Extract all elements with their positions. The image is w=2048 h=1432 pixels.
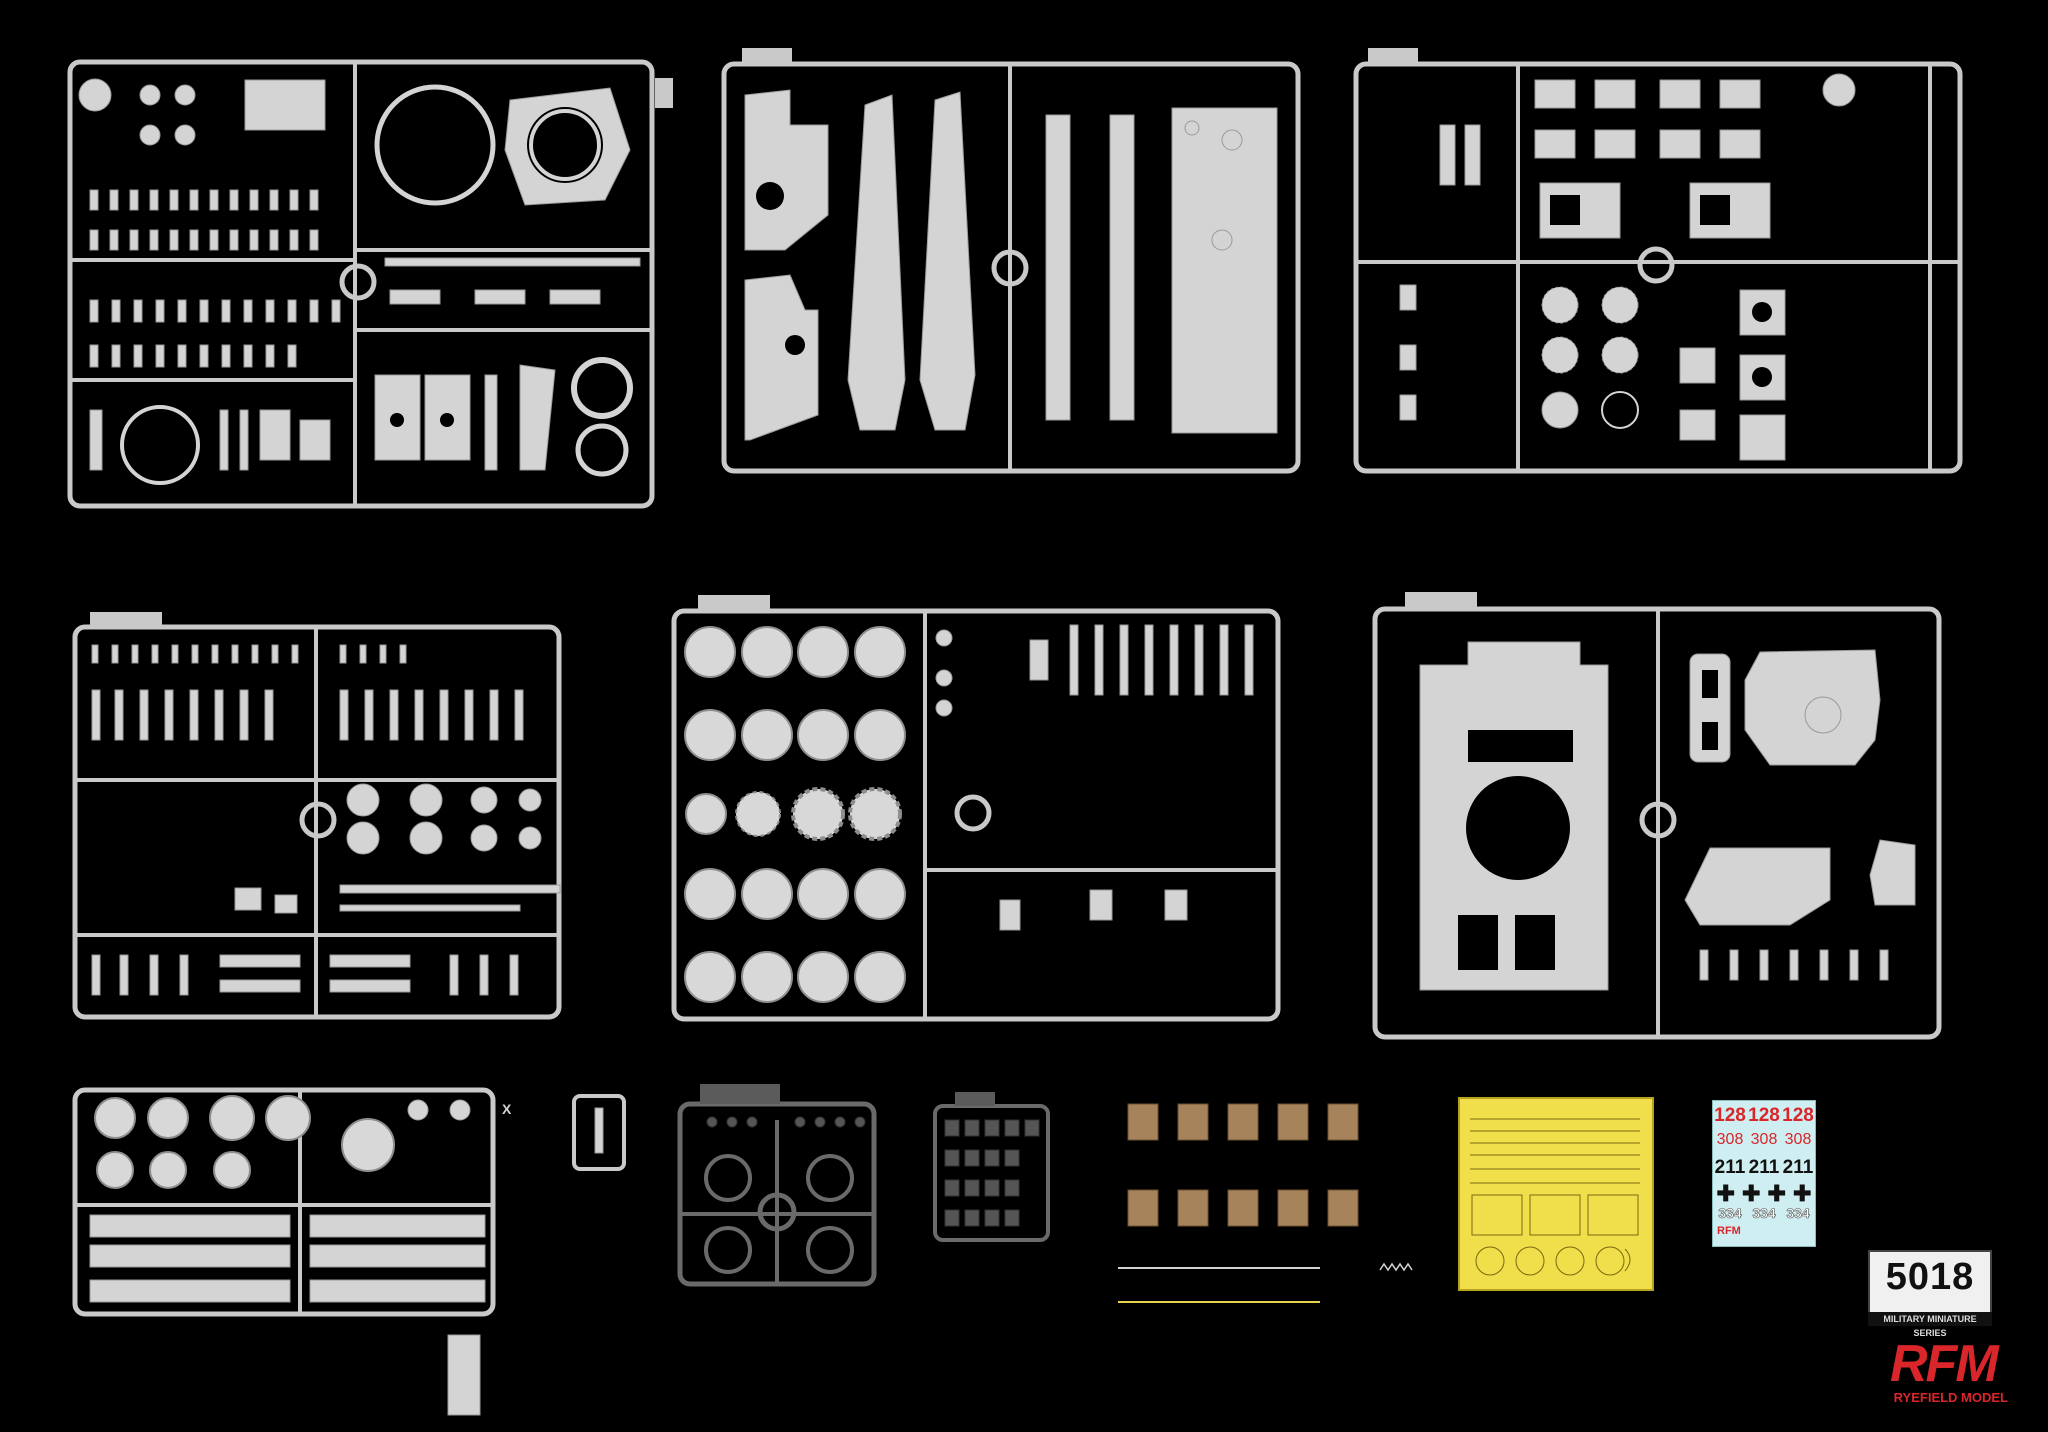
decal-334-2: 334 — [1752, 1205, 1776, 1222]
brand-logo: RFM — [1890, 1335, 1999, 1393]
decal-211-1: 211 — [1714, 1157, 1746, 1178]
decal-logo: RFM — [1717, 1225, 1741, 1237]
hull-side-plate-lower — [744, 274, 819, 441]
decal-row-128: 128 128 128 — [1713, 1105, 1815, 1127]
clear-part-frame — [572, 1094, 626, 1171]
decal-308-3: 308 — [1784, 1131, 1812, 1148]
series-label: MILITARY MINIATURE SERIES — [1868, 1312, 1992, 1338]
kit-number-badge: 5018 — [1868, 1250, 1992, 1314]
sprue-c — [1353, 48, 1963, 474]
hull-floor — [1171, 107, 1278, 434]
gun-barrel — [384, 257, 641, 267]
decal-211-3: 211 — [1782, 1157, 1814, 1178]
sprue-g: X — [72, 1087, 512, 1416]
brand-name: RYEFIELD MODEL — [1893, 1390, 2008, 1405]
balkenkreuz-icon: ✚ — [1767, 1181, 1786, 1206]
sprue-x-marker: X — [502, 1101, 512, 1117]
track-links-grid — [89, 1214, 486, 1303]
track-guard-right — [919, 91, 976, 431]
sprue-e — [671, 595, 1281, 1022]
decal-sheet: 128 128 128 308 308 308 211 211 211 ✚ ✚ … — [1712, 1100, 1816, 1247]
balkenkreuz-icon: ✚ — [1716, 1181, 1735, 1206]
decal-334-3: 334 — [1786, 1205, 1810, 1222]
decal-crosses: ✚ ✚ ✚ ✚ — [1713, 1181, 1815, 1207]
decal-row-334: 334 334 334 — [1713, 1205, 1815, 1222]
small-parts-a — [78, 78, 341, 485]
decal-row-308: 308 308 308 — [1713, 1131, 1815, 1149]
sprue-polycaps — [677, 1084, 877, 1287]
fender-right — [1109, 114, 1135, 421]
sprue-small-grey — [933, 1092, 1050, 1242]
decal-308-1: 308 — [1716, 1131, 1744, 1148]
balkenkreuz-icon: ✚ — [1742, 1181, 1761, 1206]
balkenkreuz-icon: ✚ — [1793, 1181, 1812, 1206]
photo-etch-sheet — [1458, 1097, 1654, 1291]
decal-row-211: 211 211 211 — [1713, 1157, 1815, 1179]
decal-128-3: 128 — [1782, 1105, 1814, 1126]
fender-left — [1045, 114, 1071, 421]
hull-side-plate-upper — [744, 89, 829, 251]
decal-128-2: 128 — [1748, 1105, 1780, 1126]
photo-etch-details — [1470, 1118, 1640, 1276]
road-wheels — [684, 626, 906, 1003]
kit-number: 5018 — [1885, 1256, 1975, 1298]
gun-mantlet — [1684, 847, 1831, 926]
decal-128-1: 128 — [1714, 1105, 1746, 1126]
sprue-f — [1372, 592, 1942, 1040]
sprue-b — [721, 48, 1301, 474]
sprue-d — [72, 612, 562, 1020]
track-guard-left — [847, 94, 906, 431]
sprue-a — [67, 59, 673, 509]
decal-308-2: 308 — [1750, 1131, 1778, 1148]
decal-211-2: 211 — [1748, 1157, 1780, 1178]
decal-334-1: 334 — [1718, 1205, 1742, 1222]
turret-ring — [374, 84, 496, 206]
workable-track-segments — [1118, 1103, 1413, 1303]
